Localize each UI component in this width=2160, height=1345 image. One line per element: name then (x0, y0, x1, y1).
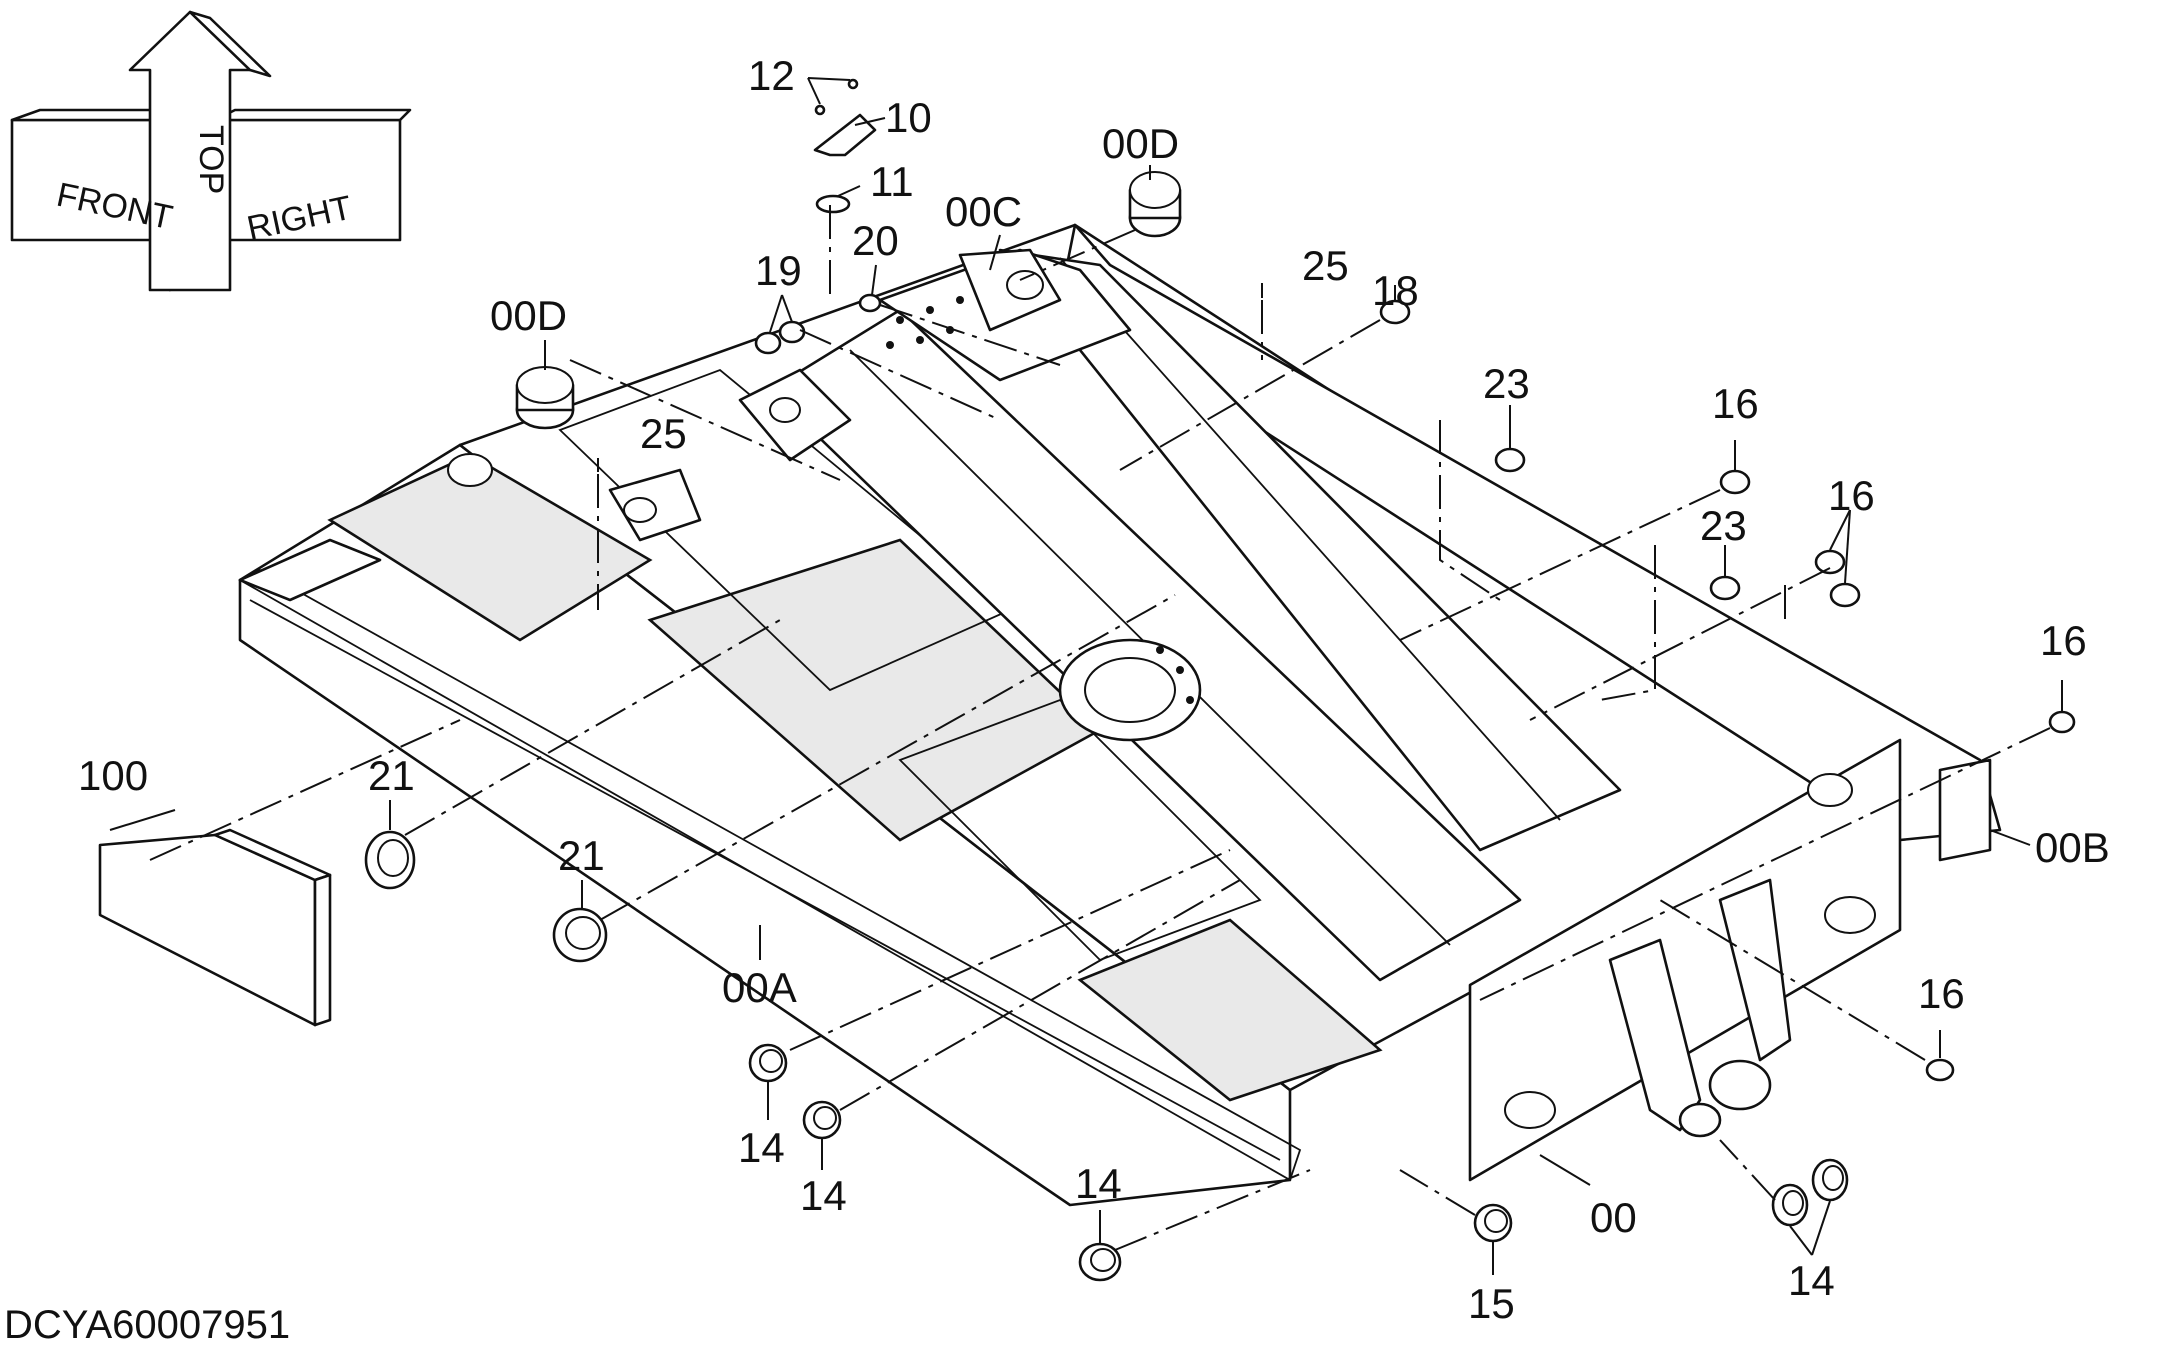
callout-16-b: 16 (1828, 472, 1875, 519)
part-14-ring-b (802, 1100, 842, 1140)
callout-leaders (109, 77, 2063, 1275)
part-18-nut (1379, 299, 1411, 325)
callout-19: 19 (755, 247, 802, 294)
callout-18: 18 (1372, 267, 1419, 314)
callout-100: 100 (78, 752, 148, 799)
callout-10: 10 (885, 94, 932, 141)
callout-23-top: 23 (1483, 360, 1530, 407)
part-14-ring-d (1771, 1158, 1849, 1227)
part-11-ring (815, 194, 851, 214)
callout-21-b: 21 (558, 832, 605, 879)
callout-14-a: 14 (738, 1124, 785, 1171)
part-20-washer (858, 293, 882, 313)
callout-00c: 00C (945, 188, 1022, 235)
orientation-top-label: TOP (192, 125, 230, 194)
callout-16-d: 16 (1918, 970, 1965, 1017)
part-15-ring (1473, 1203, 1513, 1243)
callout-00: 00 (1590, 1194, 1637, 1241)
callout-14-c: 14 (1075, 1160, 1122, 1207)
callout-15: 15 (1468, 1280, 1515, 1327)
callout-23-mid: 23 (1700, 502, 1747, 549)
part-21-ring-b (552, 907, 608, 963)
callout-12: 12 (748, 52, 795, 99)
callout-00d-top: 00D (1102, 120, 1179, 167)
callout-14-b: 14 (800, 1172, 847, 1219)
callout-21-a: 21 (368, 752, 415, 799)
callout-11: 11 (870, 158, 914, 205)
callout-labels: 12 10 11 20 00C 00D 25 18 19 00D 25 23 1… (78, 52, 2110, 1327)
orientation-indicator: FRONT TOP RIGHT (10, 10, 412, 292)
part-00d-bushing-left (515, 366, 575, 430)
callout-14-d: 14 (1788, 1257, 1835, 1304)
callout-00a: 00A (722, 964, 797, 1011)
part-14-ring-c (1078, 1242, 1122, 1282)
assembly-center-lines (149, 205, 2051, 1251)
loose-parts (98, 78, 2076, 1282)
callout-16-c: 16 (2040, 617, 2087, 664)
callout-16-a: 16 (1712, 380, 1759, 427)
part-10-bracket (813, 113, 877, 157)
part-21-ring-a (364, 830, 416, 890)
callout-25-left: 25 (640, 410, 687, 457)
callout-25-top: 25 (1302, 242, 1349, 289)
callout-00d-left: 00D (490, 292, 567, 339)
callout-20: 20 (852, 217, 899, 264)
part-00d-bushing-top (1128, 171, 1182, 238)
callout-00b: 00B (2035, 824, 2110, 871)
part-14-ring-a (748, 1043, 788, 1083)
main-frame-assembly (238, 223, 2002, 1207)
drawing-id: DCYA60007951 (4, 1303, 290, 1345)
